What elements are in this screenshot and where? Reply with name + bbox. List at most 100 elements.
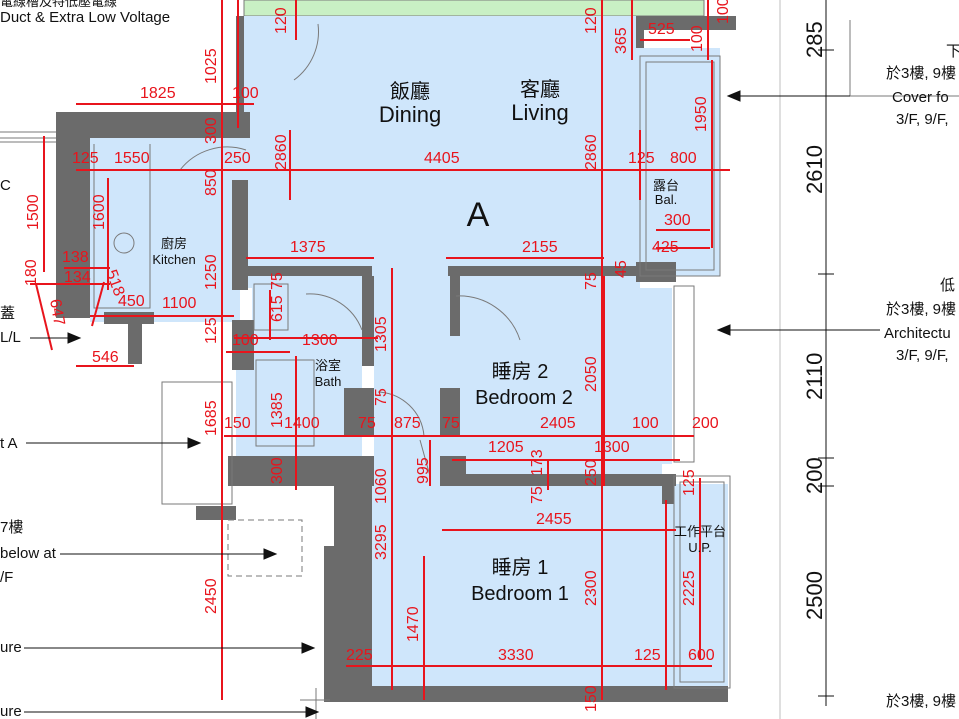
dim-label: 1470 [405, 606, 422, 642]
overall-dim-lines [818, 0, 834, 706]
dim-label: 425 [652, 239, 679, 256]
dim-label: 75 [358, 415, 376, 432]
right-note: 3/F, 9/F, [896, 347, 949, 364]
dim-label: 100 [232, 85, 259, 102]
dim-label: 225 [346, 647, 373, 664]
dim-label: 120 [273, 7, 290, 34]
doors [179, 23, 521, 477]
right-note: 下 [946, 43, 959, 60]
overall-dim-label: 200 [802, 457, 827, 494]
dim-label: 2300 [583, 570, 600, 606]
dim-label: 2225 [681, 570, 698, 606]
dim-label: 180 [23, 259, 40, 286]
dim-label: 615 [269, 295, 286, 322]
dim-label: 1385 [269, 392, 286, 428]
dim-label: 1825 [140, 85, 176, 102]
right-note: Architectu [884, 325, 951, 342]
left-note: C [0, 177, 11, 194]
dim-label: 75 [373, 388, 390, 406]
left-note: t A [0, 435, 18, 452]
dim-label: 125 [72, 150, 99, 167]
dim-label: 300 [664, 212, 691, 229]
dim-label: 75 [269, 272, 286, 290]
right-notes: 下 於3樓, 9樓 Cover fo 3/F, 9/F, 低 於3樓, 9樓 A… [884, 43, 959, 710]
dim-label: 2860 [583, 134, 600, 170]
dim-label: 150 [224, 415, 251, 432]
dim-label: 300 [203, 117, 220, 144]
dimension-labels: 1825 100 1025 120 120 365 525 100 100 30… [23, 0, 732, 712]
kitchen-label-en: Kitchen [152, 252, 195, 267]
dim-label: 995 [415, 457, 432, 484]
dim-label: 75 [442, 415, 460, 432]
kitchen-label-zh: 廚房 [161, 236, 187, 251]
dim-label: 200 [692, 415, 719, 432]
dim-label: 647 [46, 298, 67, 327]
dim-label: 2405 [540, 415, 576, 432]
dim-label: 150 [583, 685, 600, 712]
dim-label: 1305 [373, 316, 390, 352]
dim-label: 100 [232, 332, 259, 349]
dim-label: 1300 [302, 332, 338, 349]
dim-label: 2455 [536, 511, 572, 528]
left-note: /F [0, 569, 13, 586]
left-note: ure [0, 703, 22, 719]
right-note: 於3樓, 9樓 [886, 65, 956, 82]
left-note: L/L [0, 329, 21, 346]
dim-label: 1300 [594, 439, 630, 456]
dim-label: 45 [613, 260, 630, 278]
overall-dim-label: 2500 [802, 571, 827, 620]
bedroom2-label-en: Bedroom 2 [475, 387, 573, 409]
dim-label: 546 [92, 349, 119, 366]
room-labels: 飯廳 Dining 客廳 Living A 廚房 Kitchen 浴室 Bath… [152, 78, 726, 605]
living-label-en: Living [511, 100, 568, 125]
bedroom2-label-zh: 睡房 2 [492, 360, 549, 383]
left-note: 蓋 [0, 305, 15, 322]
dim-label: 800 [670, 150, 697, 167]
dim-label: 1685 [203, 400, 220, 436]
dimension-lines [30, 0, 730, 700]
left-note: Duct & Extra Low Voltage [0, 9, 170, 26]
dim-label: 1400 [284, 415, 320, 432]
dim-label: 1250 [203, 254, 220, 290]
right-note: Cover fo [892, 89, 949, 106]
unit-label: A [467, 196, 490, 234]
dim-label: 125 [681, 469, 698, 496]
dim-label: 1100 [162, 295, 197, 312]
dim-label: 100 [715, 0, 732, 24]
dim-label: 1500 [25, 194, 42, 230]
balcony-label-zh: 露台 [653, 178, 679, 193]
balcony-label-en: Bal. [655, 192, 677, 207]
right-note: 於3樓, 9樓 [886, 693, 956, 710]
dining-label-zh: 飯廳 [390, 80, 430, 103]
dim-label: 173 [529, 449, 546, 476]
overall-dim-label: 2110 [802, 353, 827, 400]
dim-label: 1375 [290, 239, 326, 256]
dim-label: 3295 [373, 524, 390, 560]
dim-label: 300 [269, 457, 286, 484]
dim-label: 100 [632, 415, 659, 432]
dim-label: 120 [583, 7, 600, 34]
dim-label: 525 [648, 21, 675, 38]
overall-dim-label: 2610 [802, 145, 827, 194]
bath-label-en: Bath [315, 374, 342, 389]
dim-label: 75 [529, 486, 546, 504]
dim-label: 75 [583, 272, 600, 290]
dim-label: 2050 [583, 356, 600, 392]
dim-label: 850 [203, 169, 220, 196]
bedroom1-label-en: Bedroom 1 [471, 583, 569, 605]
dim-label: 1205 [488, 439, 524, 456]
dim-label: 1025 [203, 48, 220, 84]
callout-arrows [24, 90, 880, 718]
dim-label: 450 [118, 293, 145, 310]
up-label-zh: 工作平台 [674, 524, 726, 539]
dim-label: 134 [64, 269, 91, 286]
overall-dim-labels: 285 2610 2110 200 2500 [802, 21, 827, 620]
up-label-en: U.P. [688, 540, 712, 555]
living-label-zh: 客廳 [520, 78, 560, 101]
green-strip [243, 0, 705, 17]
bath-label-zh: 浴室 [315, 358, 341, 373]
dim-label: 1600 [91, 194, 108, 230]
dim-label: 100 [689, 25, 706, 52]
dim-label: 250 [583, 459, 600, 486]
